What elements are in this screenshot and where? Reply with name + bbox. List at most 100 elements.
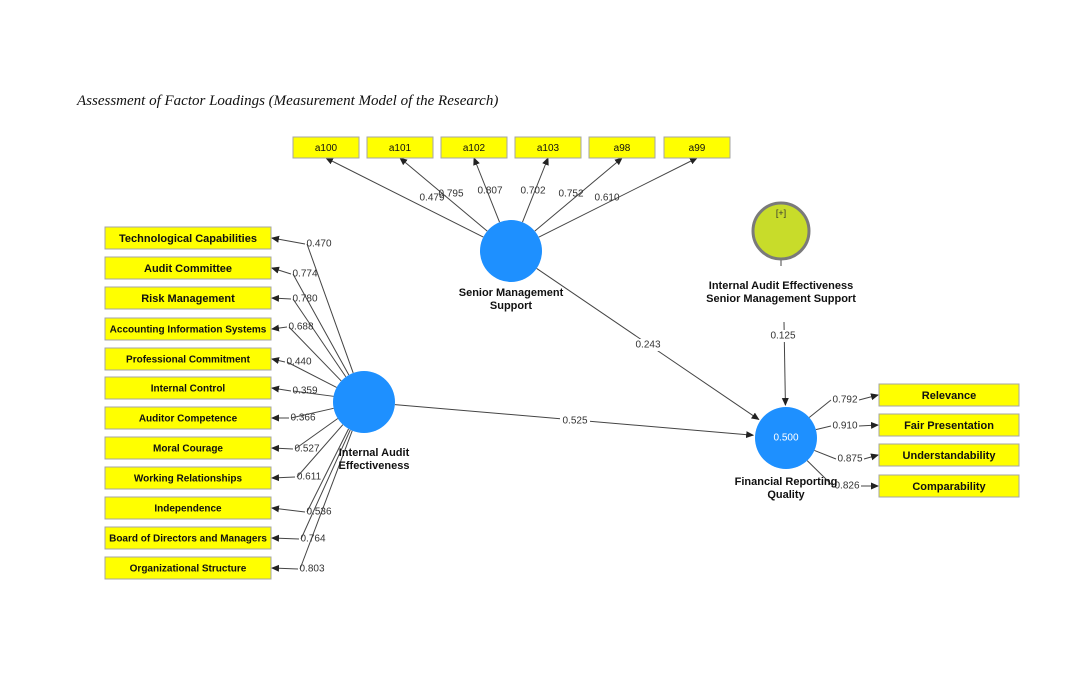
loading-arrow-working-relationships: [271, 474, 296, 482]
indicator-a99-box: [663, 136, 731, 159]
indicator-accounting-information-systems-label: Accounting Information Systems: [110, 325, 267, 336]
loading-line-a99: [538, 157, 698, 238]
indicator-internal-control-box: [104, 376, 272, 400]
loading-value-board-of-directors-and-managers: 0.764: [300, 534, 325, 545]
loading-arrow-independence: [271, 505, 306, 513]
indicator-independence-box: [104, 496, 272, 520]
moderator-construct[interactable]: [751, 201, 811, 261]
loading-value-audit-committee: 0.774: [292, 269, 317, 280]
indicator-technological-capabilities-label: Technological Capabilities: [119, 233, 257, 245]
loading-value-a102: 0.807: [477, 186, 502, 197]
loading-value-a98: 0.752: [558, 189, 583, 200]
loading-value-risk-management: 0.780: [292, 294, 317, 305]
loading-line-a101: [399, 157, 488, 232]
indicator-technological-capabilities-box: [104, 226, 272, 250]
indicator-professional-commitment-label: Professional Commitment: [126, 355, 251, 366]
loading-value-fair-presentation: 0.910: [832, 421, 857, 432]
path-coef-iae-frq: 0.525: [562, 416, 587, 427]
loading-value-moral-courage: 0.527: [294, 444, 319, 455]
indicator-auditor-competence-box: [104, 406, 272, 430]
loading-line-audit-committee: [292, 273, 350, 376]
indicator-audit-committee-box: [104, 256, 272, 280]
frq-construct-label: Quality: [767, 489, 805, 501]
indicator-fair-presentation-box: [878, 413, 1020, 437]
loading-line-a100: [325, 157, 484, 238]
indicator-auditor-competence-label: Auditor Competence: [139, 414, 238, 425]
indicator-relevance-label: Relevance: [922, 390, 976, 402]
loading-arrow-risk-management: [271, 294, 292, 302]
sms-construct: [480, 220, 542, 282]
moderator-label: Internal Audit Effectiveness: [709, 280, 853, 292]
path-coef-iae-frq-bg: [560, 415, 590, 427]
indicator-risk-management-label: Risk Management: [141, 293, 235, 305]
loading-line-independence: [306, 428, 349, 513]
indicator-a98-label: a98: [614, 143, 631, 154]
indicator-a100-box: [292, 136, 360, 159]
path-coef-moderator-frq-bg: [768, 330, 798, 342]
loading-value-technological-capabilities: 0.470: [306, 239, 331, 250]
indicator-understandability-box: [878, 443, 1020, 467]
loading-line-a102: [473, 157, 501, 223]
loading-value-relevance: 0.792: [832, 395, 857, 406]
loading-value-a99: 0.610: [594, 193, 619, 204]
loading-line-accounting-information-systems: [288, 326, 342, 382]
indicator-organizational-structure-label: Organizational Structure: [130, 564, 247, 575]
indicator-relevance-box: [878, 383, 1020, 407]
path-coef-moderator-frq: 0.125: [770, 331, 795, 342]
indicator-fair-presentation-label: Fair Presentation: [904, 420, 994, 432]
figure-title: Assessment of Factor Loadings (Measureme…: [77, 93, 499, 109]
loading-arrow-moral-courage: [271, 444, 294, 452]
loading-arrow-internal-control: [271, 385, 292, 393]
loading-line-risk-management: [292, 298, 347, 378]
path-coef-sms-frq: 0.243: [635, 340, 660, 351]
indicator-moral-courage-label: Moral Courage: [153, 444, 223, 455]
loading-arrow-audit-committee: [271, 266, 292, 275]
indicator-a101-box: [366, 136, 434, 159]
loading-value-accounting-information-systems: 0.688: [288, 322, 313, 333]
indicator-moral-courage-box: [104, 436, 272, 460]
expand-icon[interactable]: [+]: [776, 208, 786, 218]
sms-construct-label: Support: [490, 300, 532, 312]
iae-construct-label: Internal Audit: [339, 447, 410, 459]
loading-line-a103: [521, 157, 549, 223]
indicator-a100-label: a100: [315, 143, 338, 154]
indicator-board-of-directors-and-managers-label: Board of Directors and Managers: [109, 534, 267, 545]
loading-arrow-relevance: [858, 393, 879, 401]
indicator-independence-label: Independence: [154, 504, 222, 515]
sms-construct-label: Senior Management: [459, 287, 564, 299]
loading-value-a103: 0.702: [520, 186, 545, 197]
loading-line-relevance: [808, 399, 832, 418]
indicator-a103-box: [514, 136, 582, 159]
loading-line-moral-courage: [294, 418, 339, 450]
loading-line-auditor-competence: [290, 407, 334, 419]
frq-r-squared: 0.500: [773, 433, 798, 444]
loading-value-a100: 0.479: [419, 193, 444, 204]
loading-arrow-professional-commitment: [271, 357, 286, 364]
loading-line-technological-capabilities: [306, 243, 354, 374]
indicator-working-relationships-box: [104, 466, 272, 490]
loading-line-understandability: [814, 449, 837, 460]
iae-construct: [333, 371, 395, 433]
indicator-board-of-directors-and-managers-box: [104, 526, 272, 550]
indicator-working-relationships-label: Working Relationships: [134, 474, 243, 485]
indicator-internal-control-label: Internal Control: [151, 384, 226, 395]
indicator-understandability-label: Understandability: [903, 450, 997, 462]
path-coef-sms-frq-bg: [633, 339, 663, 351]
loading-line-working-relationships: [296, 424, 344, 478]
loading-value-a101: 0.795: [438, 189, 463, 200]
indicator-a99-label: a99: [689, 143, 706, 154]
indicator-comparability-label: Comparability: [912, 481, 986, 493]
loading-arrow-board-of-directors-and-managers: [271, 534, 300, 542]
indicator-a102-label: a102: [463, 143, 486, 154]
indicator-risk-management-box: [104, 286, 272, 310]
loading-value-organizational-structure: 0.803: [299, 564, 324, 575]
indicator-a102-box: [440, 136, 508, 159]
loading-line-fair-presentation: [815, 425, 832, 431]
loading-arrow-fair-presentation: [858, 421, 879, 429]
indicator-a101-label: a101: [389, 143, 412, 154]
loading-line-internal-control: [292, 390, 334, 397]
loading-value-internal-control: 0.359: [292, 386, 317, 397]
loading-arrow-technological-capabilities: [271, 235, 306, 245]
loading-line-comparability: [806, 460, 834, 487]
